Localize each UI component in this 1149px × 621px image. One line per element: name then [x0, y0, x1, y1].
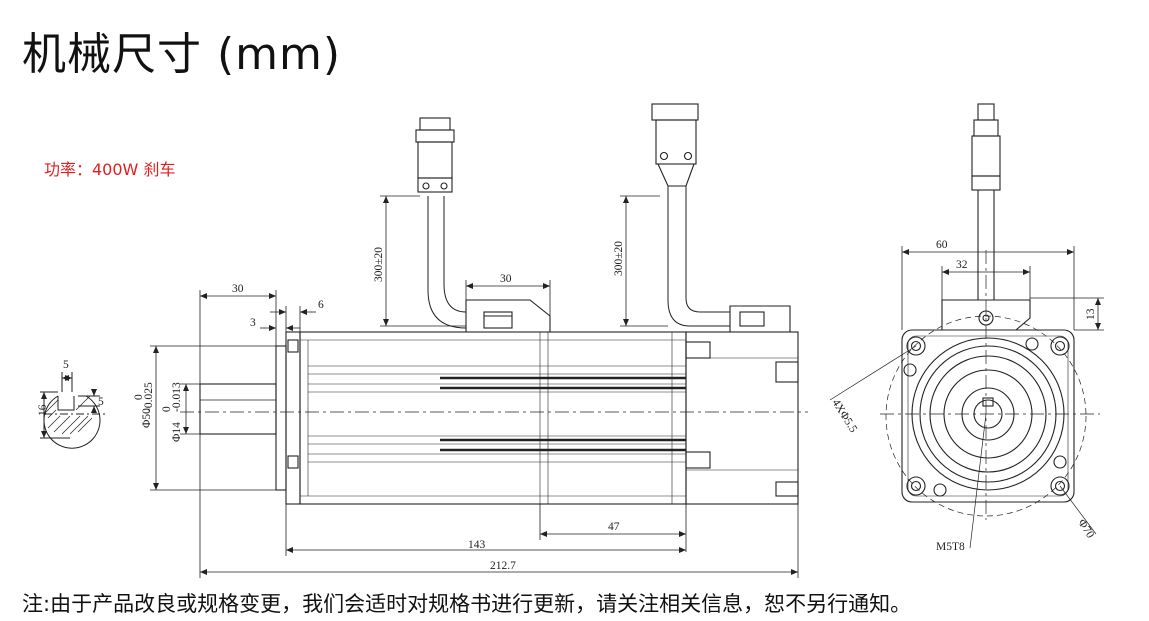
dim-flange-square: 60 [936, 239, 948, 251]
dim-key-width: 5 [63, 359, 69, 371]
dim-shaft-height: 16 [37, 404, 49, 416]
dim-total-length: 212.7 [490, 560, 516, 572]
dim-pilot-depth: 3 [250, 317, 256, 329]
dim-shaft-length: 30 [232, 283, 244, 295]
dim-connector-spacing: 32 [956, 259, 968, 271]
dim-pilot-tol-lower: -0.025 [143, 382, 155, 412]
side-view [180, 103, 808, 505]
dim-brake-length: 47 [608, 521, 620, 533]
end-view-dimensions [901, 246, 1104, 331]
dim-bolt-circle: Φ70 [1075, 517, 1096, 540]
footer-note: 注:由于产品改良或规格变更，我们会适时对规格书进行更新，请关注相关信息，恕不另行… [22, 592, 912, 616]
side-view-dimensions [150, 195, 799, 578]
end-view [829, 103, 1100, 549]
dim-shaft-diameter: Φ14 [171, 422, 183, 442]
dim-shaft-tol-upper: 0 [161, 406, 173, 412]
dim-flange-thickness: 6 [318, 299, 324, 311]
dim-shaft-thread: M5T8 [936, 541, 965, 553]
dim-mount-holes: 4XΦ5.5 [829, 397, 859, 435]
dim-pilot-diameter: Φ50 [141, 408, 153, 428]
dim-cable-length-2: 300±20 [613, 241, 625, 276]
dim-shaft-tol-lower: -0.013 [171, 382, 183, 412]
page-title: 机械尺寸 (mm) [22, 29, 342, 80]
dim-cable-length-1: 300±20 [373, 247, 385, 282]
shaft-section [40, 372, 106, 449]
dim-body-length: 143 [468, 539, 486, 551]
dim-pilot-tol-upper: 0 [133, 394, 145, 400]
dim-key-depth: 5 [98, 396, 104, 408]
dim-connector-height: 13 [1085, 308, 1097, 320]
dim-connector-width: 30 [500, 273, 512, 285]
spec-label: 功率：400W 刹车 [44, 160, 176, 179]
